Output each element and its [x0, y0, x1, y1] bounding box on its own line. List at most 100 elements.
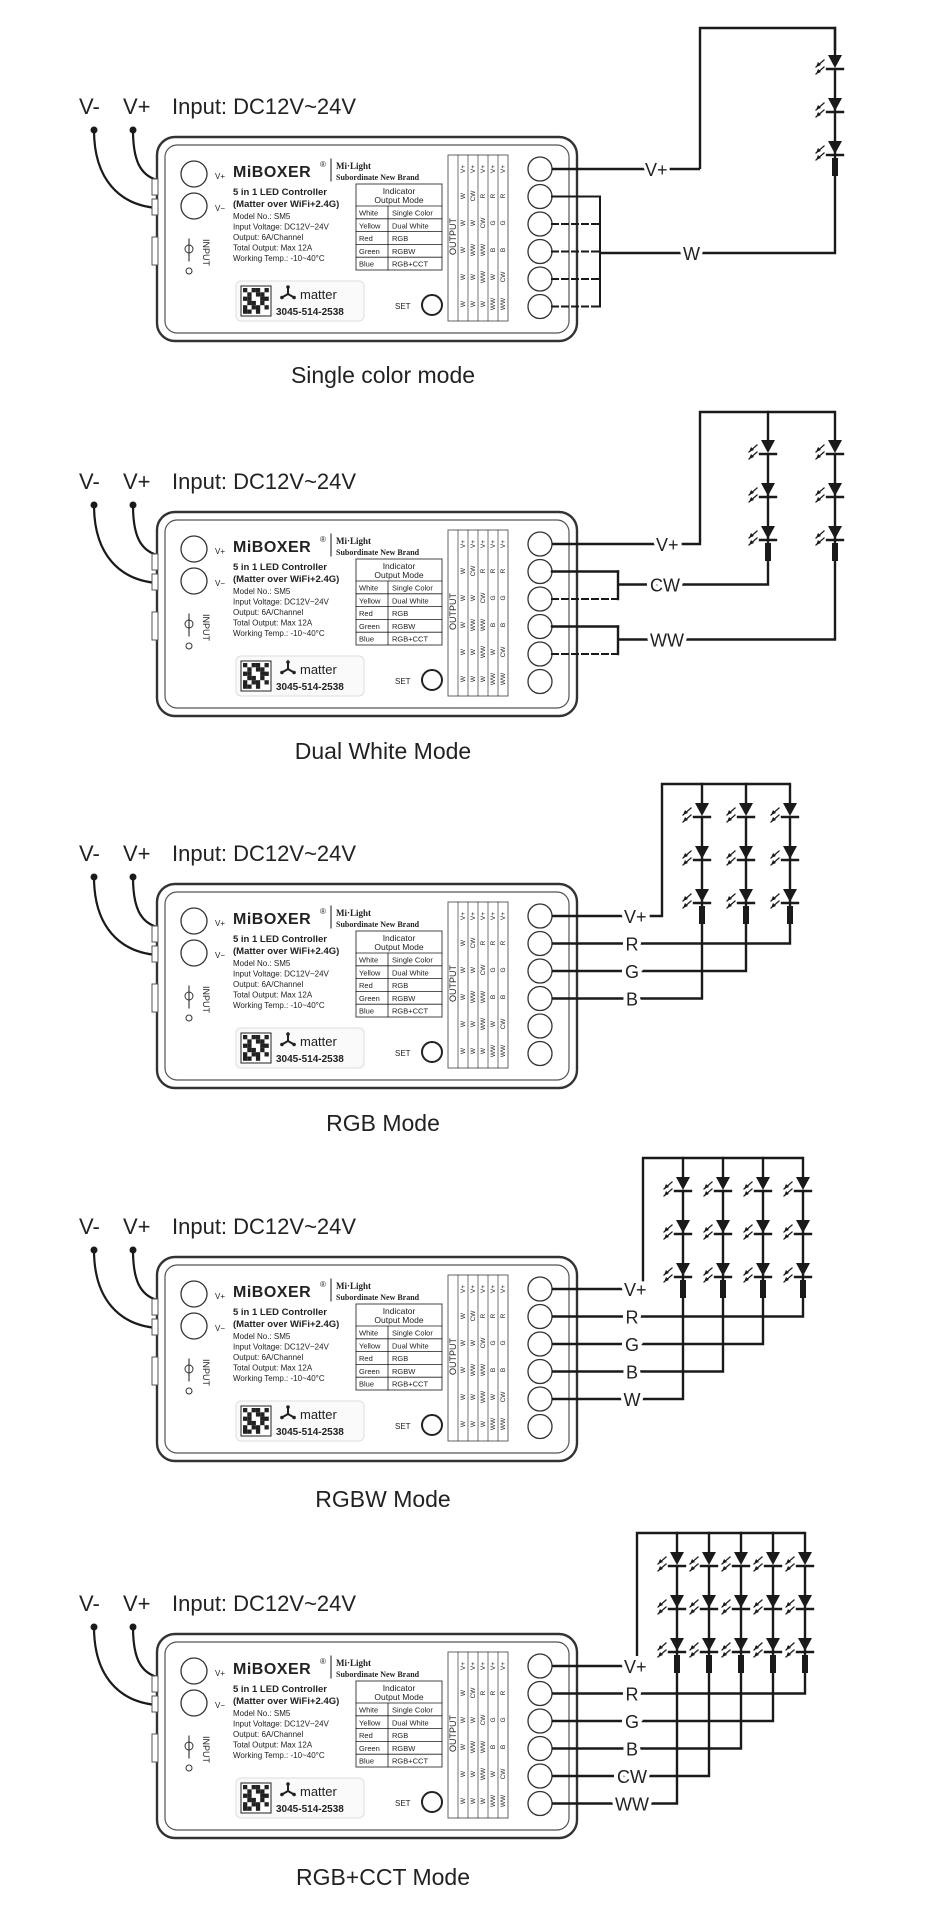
qr-cell [243, 1793, 248, 1798]
wire [552, 782, 790, 918]
output-column-label: R [500, 940, 507, 945]
output-column-label: W [480, 1420, 487, 1427]
output-column-label: CW [470, 565, 477, 577]
arrow-head [749, 533, 754, 538]
wire [552, 924, 704, 1000]
set-label: SET [395, 1049, 411, 1058]
arrow-head [690, 1609, 695, 1614]
led-icon [682, 803, 712, 823]
led-icon [785, 1595, 815, 1615]
output-terminal [527, 1040, 553, 1067]
input-text: INPUT [201, 614, 211, 642]
product-line-1: 5 in 1 LED Controller [233, 934, 327, 945]
wire [552, 1673, 775, 1723]
product-line-2: (Matter over WiFi+2.4G) [233, 1696, 339, 1707]
out-label-channel: G [625, 1335, 639, 1355]
resistor-icon [802, 1655, 808, 1673]
arrow-head [704, 1227, 709, 1232]
output-column-label: W [460, 300, 467, 307]
qr-cell [247, 1412, 252, 1417]
product-line-2: (Matter over WiFi+2.4G) [233, 1319, 339, 1330]
wire [552, 1298, 765, 1346]
output-terminal [527, 156, 553, 182]
led-icon [721, 1638, 751, 1658]
spec-line: Total Output: Max 12A [233, 1364, 313, 1373]
led-icon [815, 141, 845, 161]
indicator-mode: Single Color [392, 956, 433, 965]
sub-brand-bottom: Subordinate New Brand [336, 1670, 420, 1679]
input-terminal-plus [180, 1657, 208, 1685]
product-line-1: 5 in 1 LED Controller [233, 187, 327, 198]
out-label-vplus: V+ [624, 1657, 647, 1677]
indicator-mode: RGBW [392, 1744, 416, 1753]
output-column-label: W [480, 675, 487, 682]
mode-section-rgbw: V-V+Input: DC12V~24VV+V−INPUTMiBOXER®Mi·… [79, 1156, 813, 1512]
output-column-label: WW [480, 990, 487, 1003]
spec-line: Model No.: SM5 [233, 587, 291, 596]
mode-section-rgbcct: V-V+Input: DC12V~24VV+V−INPUTMiBOXER®Mi·… [79, 1531, 815, 1890]
matter-logo-icon [280, 1032, 296, 1047]
qr-cell [247, 1056, 252, 1061]
indicator-mode: Single Color [392, 209, 433, 218]
qr-cell [243, 680, 248, 685]
input-voltage-label: Input: DC12V~24V [172, 841, 356, 866]
output-column-label: B [490, 248, 497, 252]
qr-cell [251, 1052, 256, 1057]
output-column-label: WW [480, 270, 487, 283]
output-text: OUTPUT [448, 965, 458, 1003]
out-label-channel: CW [617, 1767, 647, 1787]
output-column-label: W [460, 567, 467, 574]
output-column-label: V+ [460, 165, 467, 173]
output-column-label: W [460, 648, 467, 655]
indicator-title-2: Output Mode [374, 570, 423, 580]
output-terminal [527, 903, 553, 929]
output-column-label: V+ [490, 540, 497, 548]
sub-brand-bottom: Subordinate New Brand [336, 548, 420, 557]
output-column-label: W [490, 273, 497, 280]
registered-mark: ® [320, 160, 326, 169]
output-column-label: WW [500, 297, 507, 310]
output-column-label: G [500, 1717, 507, 1722]
arrow-head [754, 1602, 759, 1607]
spec-line: Output: 6A/Channel [233, 980, 303, 989]
qr-cell [251, 1420, 256, 1426]
input-voltage-label: Input: DC12V~24V [172, 1591, 356, 1616]
sub-brand-top: Mi·Light [336, 536, 371, 546]
out-label-vplus: V+ [624, 907, 647, 927]
reset-hole-icon [185, 1014, 193, 1022]
set-label: SET [395, 302, 411, 311]
out-label-vplus: V+ [624, 1657, 647, 1677]
arrow-head [786, 1645, 791, 1650]
qr-code-icon [240, 1405, 272, 1437]
qr-cell [264, 1408, 269, 1413]
output-text: OUTPUT [448, 218, 458, 256]
qr-cell [247, 292, 252, 297]
output-column-label: W [470, 594, 477, 601]
arrow-head [784, 1234, 789, 1239]
indicator-color: Red [359, 234, 373, 243]
input-text: INPUT [201, 239, 211, 267]
led-triangle [739, 803, 753, 816]
wire [600, 176, 837, 255]
output-column-label: W [460, 1020, 467, 1027]
arrow-head [690, 1559, 695, 1564]
output-column-label: CW [500, 1768, 507, 1780]
output-terminal [527, 183, 553, 210]
wire [552, 924, 792, 945]
out-label-channel: R [626, 935, 639, 955]
qr-cell [264, 663, 269, 668]
led-icon [815, 483, 845, 503]
output-terminal [527, 531, 553, 557]
output-column-label: W [460, 1366, 467, 1373]
arrow-head [727, 860, 732, 865]
output-column-label: WW [490, 672, 497, 685]
led-icon [657, 1595, 687, 1615]
sub-brand-top: Mi·Light [336, 908, 371, 918]
logo-arm [282, 668, 289, 673]
indicator-mode: Dual White [392, 221, 429, 230]
indicator-mode: RGB [392, 1354, 408, 1363]
qr-cell [247, 675, 252, 681]
led-icon [748, 526, 778, 546]
logo-arm [282, 1790, 289, 1795]
arrow-head [704, 1234, 709, 1239]
